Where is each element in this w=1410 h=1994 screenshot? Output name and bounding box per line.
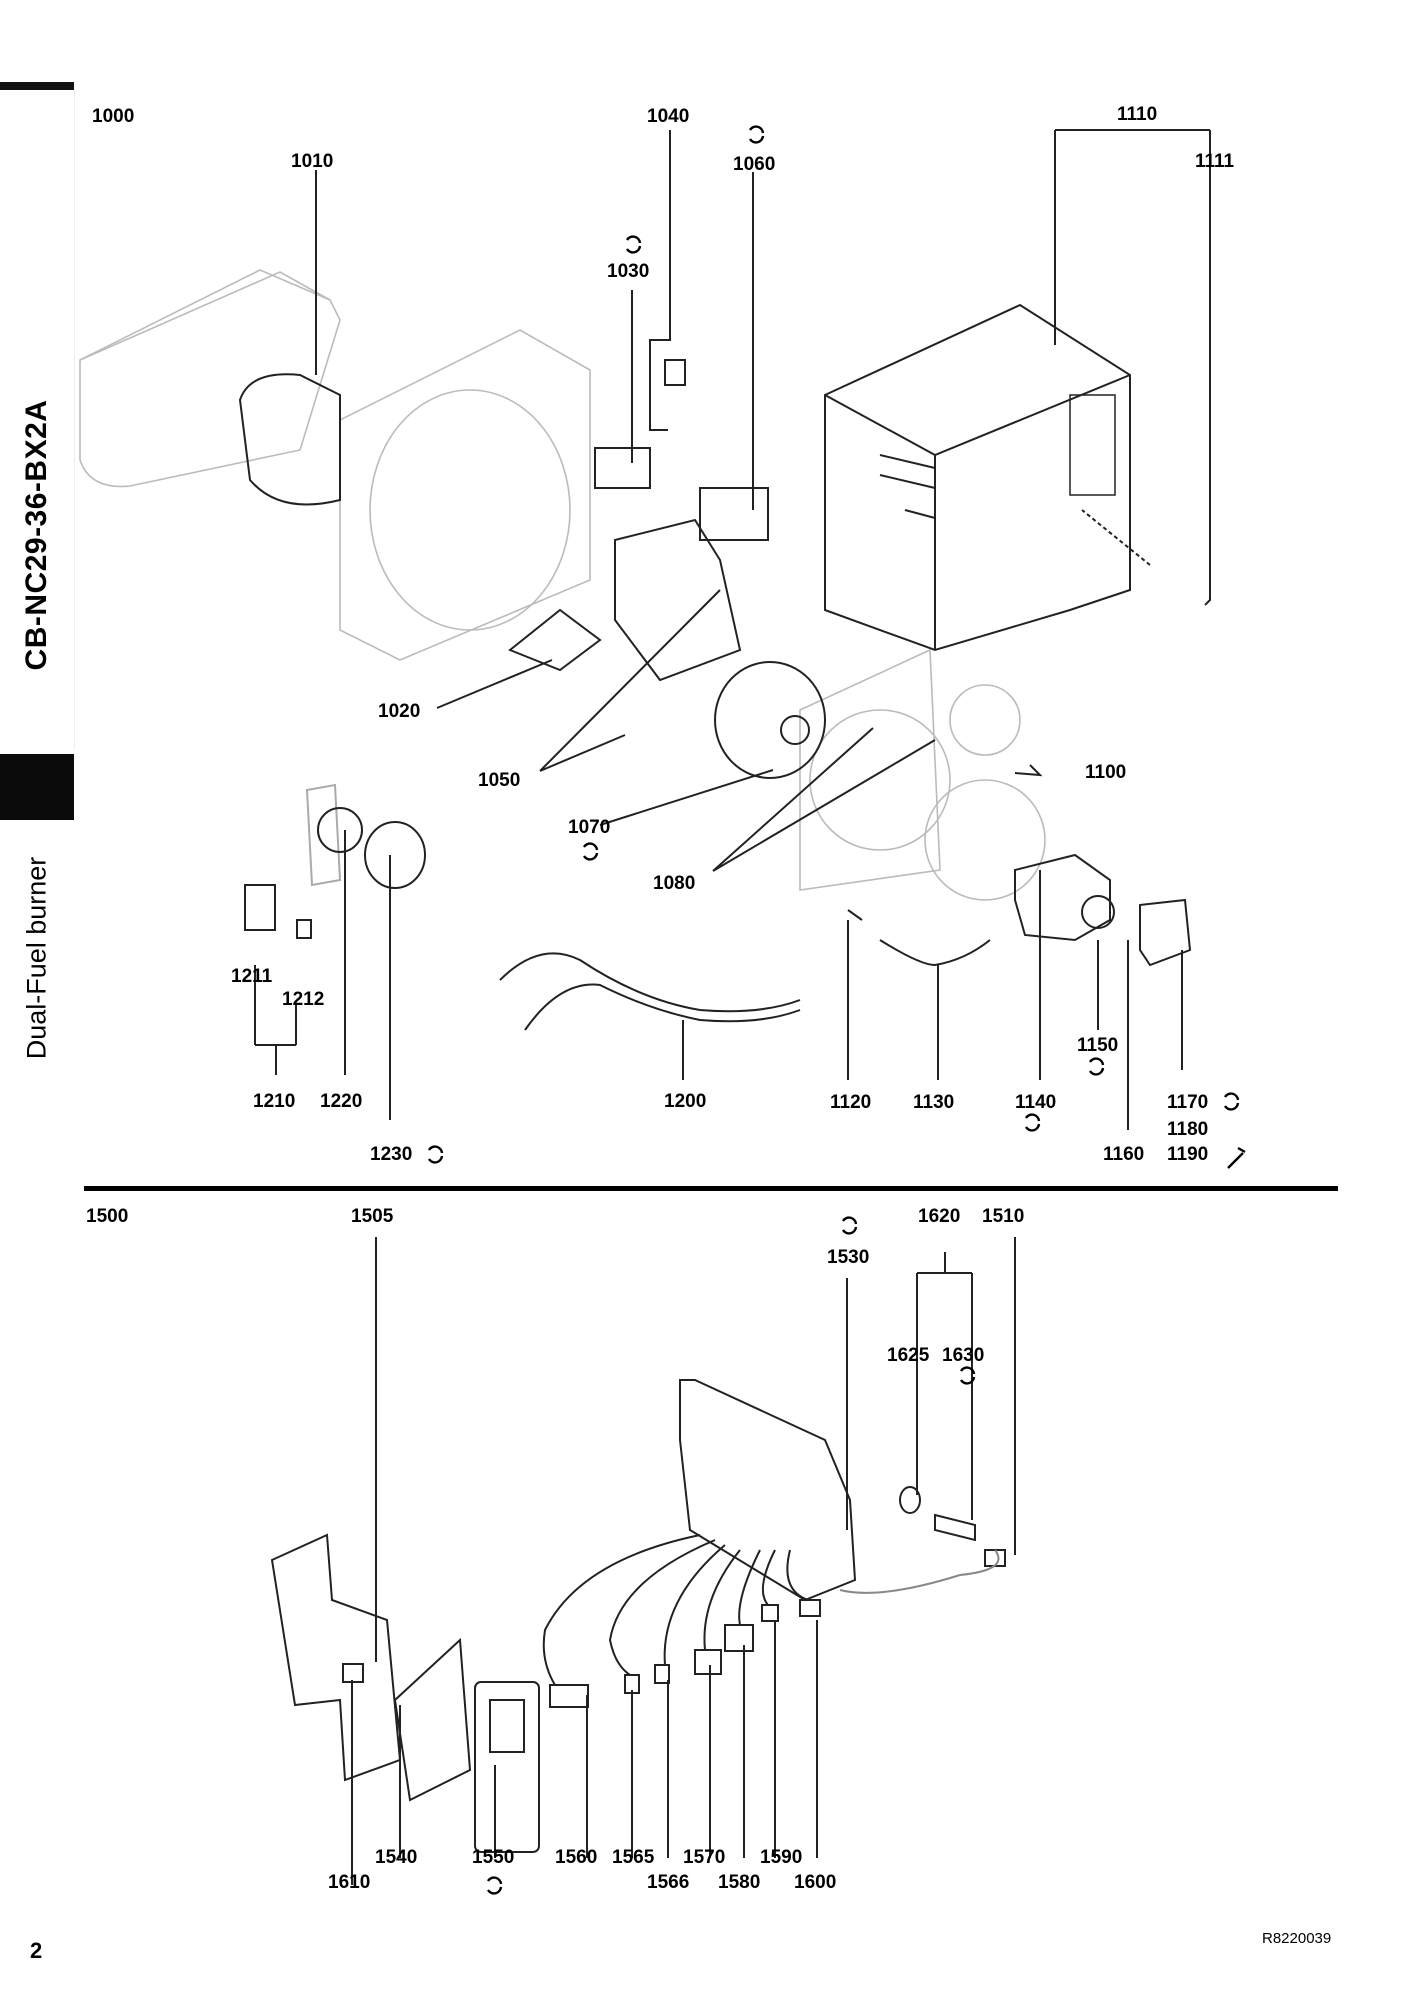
rotate-icon — [841, 1216, 858, 1235]
ignition-transformer — [244, 884, 276, 931]
part-label-1230: 1230 — [370, 1144, 413, 1165]
part-label-1050: 1050 — [478, 770, 521, 791]
part-label-1060: 1060 — [733, 154, 776, 175]
part-label-1110: 1110 — [1117, 104, 1158, 125]
air-inlet-frame — [614, 518, 742, 682]
rotate-icon — [427, 1145, 444, 1164]
burner-cover — [824, 303, 1131, 652]
part-label-1190: 1190 — [1167, 1144, 1209, 1165]
flange — [924, 779, 1046, 901]
drawing-reference: R8220039 — [1262, 1930, 1332, 1947]
wrench-icon — [1227, 1146, 1246, 1169]
fan-wheel-left — [238, 373, 341, 506]
terminal-block — [699, 487, 769, 541]
part-label-1220: 1220 — [320, 1091, 363, 1112]
part-label-1540: 1540 — [375, 1847, 418, 1868]
rotate-icon-group — [427, 125, 1240, 1895]
part-label-1590: 1590 — [760, 1847, 803, 1868]
part-label-1505: 1505 — [351, 1206, 394, 1227]
group-label-1000: 1000 — [92, 106, 135, 127]
part-label-1070: 1070 — [568, 817, 611, 838]
rotate-icon — [748, 125, 765, 144]
mounting-flange — [317, 807, 363, 853]
part-label-1040: 1040 — [647, 106, 690, 127]
damper-motor — [594, 447, 651, 489]
rotate-icon — [486, 1876, 503, 1895]
part-label-1565: 1565 — [612, 1847, 655, 1868]
hoses — [499, 952, 801, 1013]
part-label-1160: 1160 — [1103, 1144, 1145, 1165]
part-label-1560: 1560 — [555, 1847, 598, 1868]
part-label-1010: 1010 — [291, 151, 334, 172]
oil-hose — [879, 939, 991, 967]
ionisation-probe — [899, 1486, 921, 1514]
nozzle — [847, 909, 863, 921]
part-label-1610: 1610 — [328, 1872, 371, 1893]
part-label-1580: 1580 — [718, 1872, 761, 1893]
page-number: 2 — [30, 1938, 43, 1963]
part-label-1020: 1020 — [378, 701, 421, 722]
motor — [1014, 853, 1111, 942]
control-unit — [679, 1379, 857, 1602]
part-label-1140: 1140 — [1015, 1092, 1057, 1113]
part-label-1120: 1120 — [830, 1092, 872, 1113]
fan-housing-back — [79, 271, 341, 488]
part-label-1210: 1210 — [253, 1091, 296, 1112]
sidebar-top-rule — [0, 82, 74, 90]
damper-plate — [508, 608, 602, 672]
reset-switch — [342, 1663, 364, 1683]
part-label-1200: 1200 — [664, 1091, 707, 1112]
part-label-1111: 1111 — [1195, 151, 1235, 172]
part-label-1630: 1630 — [942, 1345, 985, 1366]
part-label-1625: 1625 — [887, 1345, 930, 1366]
sidebar-black-tab — [0, 754, 74, 820]
group-label-1500: 1500 — [86, 1206, 129, 1227]
part-label-1180: 1180 — [1167, 1119, 1209, 1140]
part-label-1170: 1170 — [1167, 1092, 1209, 1113]
rotate-icon — [1088, 1057, 1105, 1076]
part-label-1566: 1566 — [647, 1872, 690, 1893]
section-divider — [84, 1186, 1338, 1191]
rotate-icon — [959, 1366, 976, 1385]
part-label-1600: 1600 — [794, 1872, 837, 1893]
part-label-1570: 1570 — [683, 1847, 726, 1868]
display-unit — [474, 1681, 540, 1853]
oil-pump — [1139, 898, 1192, 967]
sidebar-panel — [0, 90, 75, 750]
air-ring — [364, 821, 426, 889]
connector-1560 — [549, 1684, 589, 1708]
part-label-1100: 1100 — [1085, 762, 1127, 783]
part-label-1620: 1620 — [918, 1206, 961, 1227]
air-intake-box — [339, 329, 591, 661]
fan-impeller — [714, 661, 826, 779]
part-label-1510: 1510 — [982, 1206, 1025, 1227]
part-label-1130: 1130 — [913, 1092, 955, 1113]
rotate-icon — [1024, 1113, 1041, 1132]
part-label-1150: 1150 — [1077, 1035, 1119, 1056]
rotate-icon — [1223, 1092, 1240, 1111]
part-label-1030: 1030 — [607, 261, 650, 282]
mounting-plate — [799, 648, 941, 891]
part-label-1530: 1530 — [827, 1247, 870, 1268]
part-label-1212: 1212 — [282, 989, 325, 1010]
rotate-icon — [582, 842, 599, 861]
part-label-1211: 1211 — [231, 966, 273, 987]
rotate-icon — [625, 235, 642, 254]
part-label-1550: 1550 — [472, 1847, 515, 1868]
mounting-bracket — [270, 1533, 402, 1782]
part-label-1080: 1080 — [653, 873, 696, 894]
flame-sensor — [296, 919, 312, 939]
cable-bundle — [542, 1534, 701, 1686]
